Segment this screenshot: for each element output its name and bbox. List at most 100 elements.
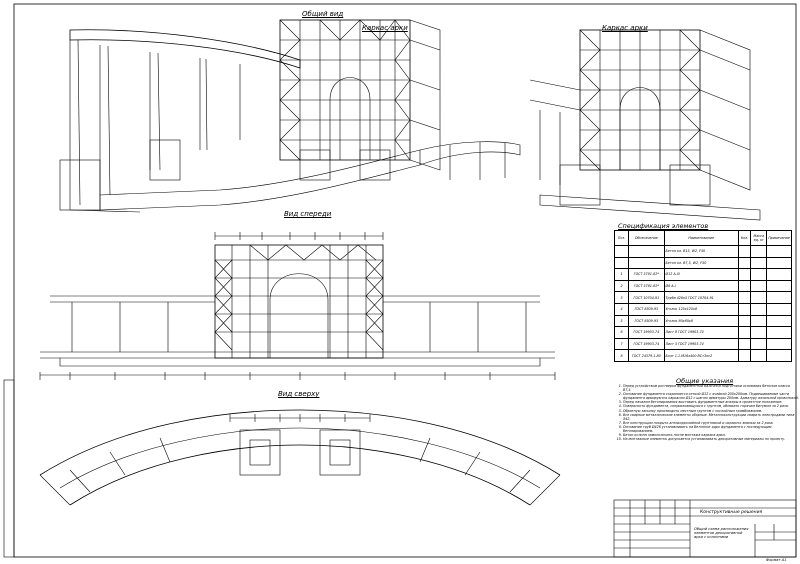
spec-cell: Ø8 A-I [663, 279, 739, 293]
spec-cell: Болт 1.1.М16х400 ВСт3пс2 [663, 349, 739, 362]
front-view-title: Вид спереди [284, 210, 332, 218]
sheet-format: Формат А1 [766, 558, 787, 562]
spec-cell: Бетон кл. В15, W2, F50 [663, 245, 739, 258]
spec-cell: ГОСТ 24379.1-80 [628, 349, 665, 362]
spec-cell: 4 [613, 302, 630, 316]
spec-table: Поз. Обозначение Наименование Кол. Масса… [613, 230, 792, 362]
spec-cell [766, 268, 792, 281]
spec-cell [750, 349, 768, 362]
spec-cell [750, 279, 768, 293]
spec-cell [737, 256, 752, 270]
title-block [613, 499, 797, 558]
spec-cell: Бетон кл. В7,5, W2, F50 [663, 256, 739, 270]
front-view-drawing [39, 232, 556, 380]
spec-cell: Лист 8 ГОСТ 19903-74 [663, 326, 739, 339]
note-item: Все сварные металлические элементы сборн… [623, 413, 799, 421]
spec-cell: Уголок 125х125х8 [663, 302, 739, 316]
spec-cell [737, 302, 752, 316]
spec-cell [750, 256, 768, 270]
notes-title: Общие указания [676, 377, 734, 385]
spec-header-row: Поз. Обозначение Наименование Кол. Масса… [613, 230, 792, 246]
sheet-frame [13, 3, 797, 558]
spec-cell [737, 291, 752, 304]
notes-list: Перед устройством ростверка фундаментной… [616, 384, 799, 441]
spec-header-cell: Обозначение [628, 230, 665, 246]
spec-row: Бетон кл. В15, W2, F50 [613, 245, 792, 258]
spec-cell [737, 268, 752, 281]
note-item: Основание труб Ø426 устанавливать на бет… [623, 425, 799, 433]
top-view-title: Вид сверху [278, 390, 320, 398]
spec-cell [737, 245, 752, 258]
spec-cell [766, 291, 792, 304]
spec-cell [750, 314, 768, 328]
arch-frame-title-general: Каркас арки [362, 24, 408, 32]
spec-cell [750, 245, 768, 258]
spec-cell: ГОСТ 8509-93 [628, 302, 665, 316]
spec-header-cell: Примечание [766, 230, 792, 246]
spec-cell: ГОСТ 5781-82* [628, 279, 665, 293]
spec-cell: ГОСТ 10704-91 [628, 291, 665, 304]
spec-cell: Уголок 80х80х8 [663, 314, 739, 328]
spec-cell [766, 337, 792, 351]
spec-header-cell: Наименование [663, 230, 739, 246]
note-item: Обратную засыпку производить местным гру… [623, 409, 799, 413]
spec-cell: Труба 426х5 ГОСТ 10704-91 [663, 291, 739, 304]
note-item: Бетон колонн замоноличить после монтажа … [623, 433, 799, 437]
spec-cell: Ø12 A-III [663, 268, 739, 281]
spec-cell [750, 337, 768, 351]
note-item: Поверхность фундамента, соприкасающуюся … [623, 404, 799, 408]
note-item: Все конструкции покрыть антикоррозийной … [623, 421, 799, 425]
note-item: Перед началом бетонирования выставить фу… [623, 400, 799, 404]
spec-cell: Лист 5 ГОСТ 19903-74 [663, 337, 739, 351]
spec-cell [737, 279, 752, 293]
spec-cell [750, 326, 768, 339]
spec-cell [766, 279, 792, 293]
spec-cell [766, 302, 792, 316]
spec-cell: 6 [613, 326, 630, 339]
spec-cell: 2 [613, 279, 630, 293]
top-view-drawing [39, 409, 561, 506]
spec-cell: ГОСТ 5781-82* [628, 268, 665, 281]
binding-strip [3, 379, 15, 558]
note-item: Основание фундамента сохраняется сеткой … [623, 392, 799, 400]
spec-cell [766, 256, 792, 270]
general-view-drawing [59, 19, 521, 213]
spec-cell: 5 [613, 314, 630, 328]
spec-cell [750, 268, 768, 281]
spec-cell [750, 302, 768, 316]
spec-cell [766, 326, 792, 339]
spec-header-cell: Масса ед. кг [750, 230, 768, 246]
spec-cell: 7 [613, 337, 630, 351]
general-view-title: Общий вид [302, 10, 344, 18]
spec-cell: ГОСТ 8509-93 [628, 314, 665, 328]
stamp-description: Общий схема расположения элементов декор… [694, 527, 749, 539]
note-item: Перед устройством ростверка фундаментной… [623, 384, 799, 392]
spec-row: Бетон кл. В7,5, W2, F50 [613, 256, 792, 270]
spec-cell [613, 245, 630, 258]
arch-frame-iso-drawing [529, 29, 761, 221]
spec-cell [737, 326, 752, 339]
spec-cell [737, 337, 752, 351]
arch-frame-title: Каркас арки [602, 24, 648, 32]
spec-cell: ГОСТ 19903-74 [628, 326, 665, 339]
spec-cell [628, 245, 665, 258]
spec-cell [737, 314, 752, 328]
spec-cell [628, 256, 665, 270]
spec-cell [750, 291, 768, 304]
spec-cell [766, 314, 792, 328]
stamp-title: Конструктивные решения [700, 510, 763, 515]
spec-header-cell: Поз. [613, 230, 630, 246]
note-item: На монтажные элементы допускается устана… [623, 437, 799, 441]
spec-cell: 3 [613, 291, 630, 304]
spec-cell [613, 256, 630, 270]
spec-cell: 1 [613, 268, 630, 281]
